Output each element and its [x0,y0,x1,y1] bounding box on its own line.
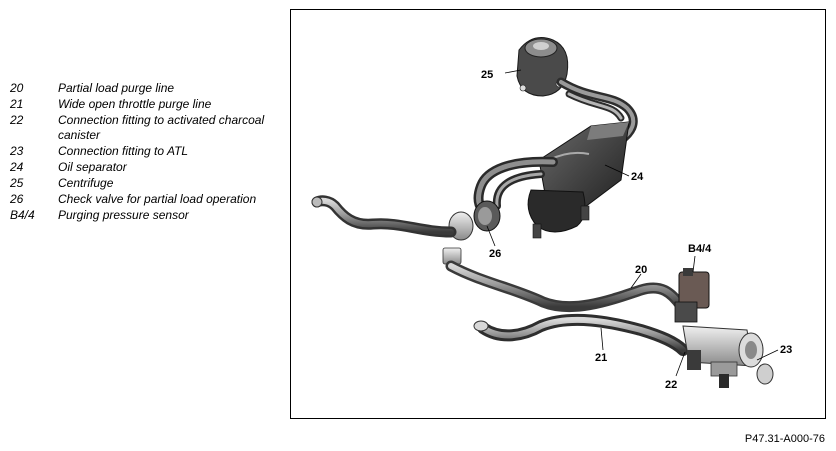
left-purge-hose [311,195,457,238]
legend-description: Purging pressure sensor [58,208,189,222]
legend-number: 21 [10,97,24,111]
component-illustration: 25 24 26 20 B4/4 21 22 23 [290,9,826,419]
oil-separator-part [527,121,630,239]
callout-26: 26 [489,248,501,260]
legend-number: 23 [10,144,24,158]
legend-description: Centrifuge [58,176,114,190]
upper-connecting-hoses [556,77,638,145]
callout-b4-4: B4/4 [688,243,712,255]
legend-item-b4-4: B4/4 Purging pressure sensor [10,208,275,223]
legend-item-23: 23 Connection fitting to ATL [10,144,275,159]
legend-number: 25 [10,176,24,190]
purging-pressure-sensor-part [674,268,710,323]
component-legend: 20 Partial load purge line 21 Wide open … [10,81,275,224]
legend-description: Check valve for partial load operation [58,192,257,206]
figure-reference-id: P47.31-A000-76 [744,433,825,445]
legend-number: 24 [10,160,24,174]
legend-number: 20 [10,81,24,95]
legend-description: Wide open throttle purge line [58,97,212,111]
purge-system-drawing: 25 24 26 20 B4/4 21 22 23 [311,37,792,391]
legend-description: Connection fitting to ATL [58,144,189,158]
callout-23: 23 [780,344,792,356]
legend-item-20: 20 Partial load purge line [10,81,275,96]
legend-item-26: 26 Check valve for partial load operatio… [10,192,275,207]
connection-fitting-assembly [682,325,774,388]
legend-item-24: 24 Oil separator [10,160,275,175]
legend-item-22: 22 Connection fitting to activated charc… [10,113,275,143]
legend-item-21: 21 Wide open throttle purge line [10,97,275,112]
callout-25: 25 [481,69,493,81]
callout-22: 22 [665,379,677,391]
callout-20: 20 [635,264,647,276]
legend-number: B4/4 [10,208,35,222]
legend-description: Connection fitting to activated charcoal… [58,113,265,142]
legend-item-25: 25 Centrifuge [10,176,275,191]
legend-description: Oil separator [58,160,127,174]
callout-21: 21 [595,352,607,364]
legend-description: Partial load purge line [58,81,175,95]
partial-load-purge-line [445,260,687,313]
centrifuge-part [516,37,569,97]
callout-24: 24 [631,171,644,183]
leader-lines [486,69,779,377]
legend-number: 26 [10,192,24,206]
wide-open-throttle-purge-line [473,313,689,356]
legend-number: 22 [10,113,24,127]
